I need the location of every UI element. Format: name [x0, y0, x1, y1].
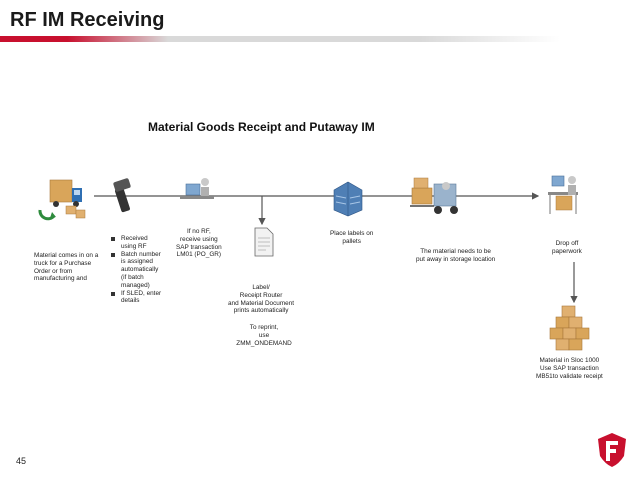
bullet-text: If SLED, enter details [121, 289, 162, 305]
delivery-truck-icon [38, 179, 86, 221]
bullet-text: Batch number is assigned automatically (… [121, 250, 161, 289]
firestone-logo-icon [598, 433, 626, 467]
drop-off-text: Drop off paperwork [552, 240, 582, 255]
place-labels-text: Place labels on pallets [330, 230, 374, 245]
diagram-title: Material Goods Receipt and Putaway IM [148, 120, 375, 134]
bullet-item: Batch number is assigned automatically (… [108, 251, 161, 290]
bullet-item: If SLED, enter details [108, 290, 161, 306]
label-prints-text: Label/ Receipt Router and Material Docum… [228, 284, 295, 315]
paperwork-desk-icon [548, 175, 578, 214]
reprint-text: To reprint, use ZMM_ONDEMAND [236, 324, 292, 347]
page-number: 45 [16, 456, 27, 466]
stacked-boxes-icon [549, 305, 590, 351]
page-title: RF IM Receiving [10, 9, 165, 31]
rf-scanner-icon [113, 178, 131, 213]
sloc-validate-text: Material in Sloc 1000 Use SAP transactio… [536, 357, 603, 380]
bullet-item: Received using RF [108, 235, 161, 251]
warehouse-building-icon [333, 181, 363, 217]
bullet-text: Received using RF [121, 235, 148, 250]
no-rf-text: If no RF, receive using SAP transaction … [176, 228, 222, 259]
material-arrives-text: Material comes in on a truck for a Purch… [34, 252, 99, 283]
document-icon [254, 227, 274, 257]
desktop-worker-icon [180, 178, 214, 199]
forklift-icon [410, 177, 458, 214]
put-away-text: The material needs to be put away in sto… [416, 248, 496, 263]
title-underline [0, 36, 560, 42]
received-bullets: Received using RF Batch number is assign… [108, 235, 161, 305]
